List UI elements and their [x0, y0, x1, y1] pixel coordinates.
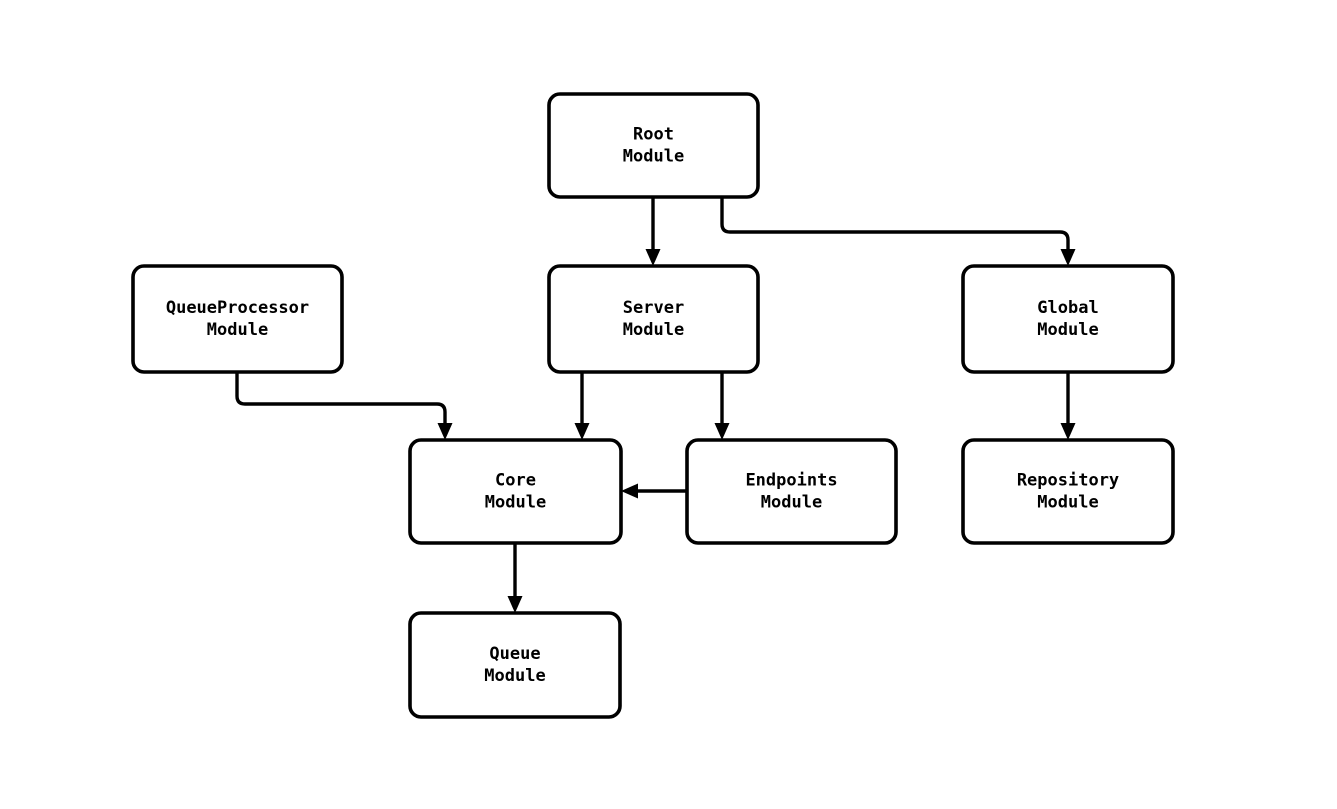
node-label-line1: Root: [633, 125, 674, 145]
edge-global-to-repository: [1060, 372, 1076, 440]
node-box[interactable]: [685, 438, 898, 545]
edge-line: [720, 197, 1070, 252]
node-label-line2: Module: [1037, 320, 1098, 340]
edge-core-to-queue: [507, 543, 523, 613]
node-box[interactable]: [547, 264, 760, 374]
edge-endpoints-to-core: [621, 483, 687, 499]
nodes-layer: RootModuleQueueProcessorModuleServerModu…: [131, 92, 1175, 719]
edge-server-to-core: [574, 372, 590, 440]
node-box[interactable]: [961, 438, 1175, 545]
node-label-line1: Core: [495, 471, 536, 491]
arrowhead-icon: [621, 483, 638, 499]
node-box[interactable]: [961, 264, 1175, 374]
node-label-line1: Global: [1037, 298, 1098, 318]
node-label-line1: Server: [623, 298, 684, 318]
edge-queueprocessor-to-core: [235, 372, 453, 440]
arrowhead-icon: [1060, 249, 1076, 266]
node-label-line1: Repository: [1017, 471, 1119, 491]
arrowhead-icon: [645, 249, 661, 266]
node-box[interactable]: [547, 92, 760, 199]
node-label-line2: Module: [207, 320, 268, 340]
edge-server-to-endpoints: [714, 372, 730, 440]
edge-line: [235, 372, 447, 426]
node-label-line2: Module: [485, 493, 546, 513]
node-label-line1: QueueProcessor: [166, 298, 309, 318]
node-label-line2: Module: [761, 493, 822, 513]
arrowhead-icon: [714, 423, 730, 440]
node-label-line2: Module: [623, 320, 684, 340]
arrowhead-icon: [507, 596, 523, 613]
node-label-line2: Module: [484, 666, 545, 686]
edges-layer: [235, 197, 1076, 613]
node-box[interactable]: [408, 438, 623, 545]
node-label-line2: Module: [623, 147, 684, 167]
node-box[interactable]: [131, 264, 344, 374]
edge-root-to-server: [645, 197, 661, 266]
node-box[interactable]: [408, 611, 622, 719]
node-label-line2: Module: [1037, 493, 1098, 513]
arrowhead-icon: [437, 423, 453, 440]
node-label-line1: Queue: [489, 644, 540, 664]
edge-root-to-global: [720, 197, 1076, 266]
node-label-line1: Endpoints: [745, 471, 837, 491]
arrowhead-icon: [574, 423, 590, 440]
arrowhead-icon: [1060, 423, 1076, 440]
